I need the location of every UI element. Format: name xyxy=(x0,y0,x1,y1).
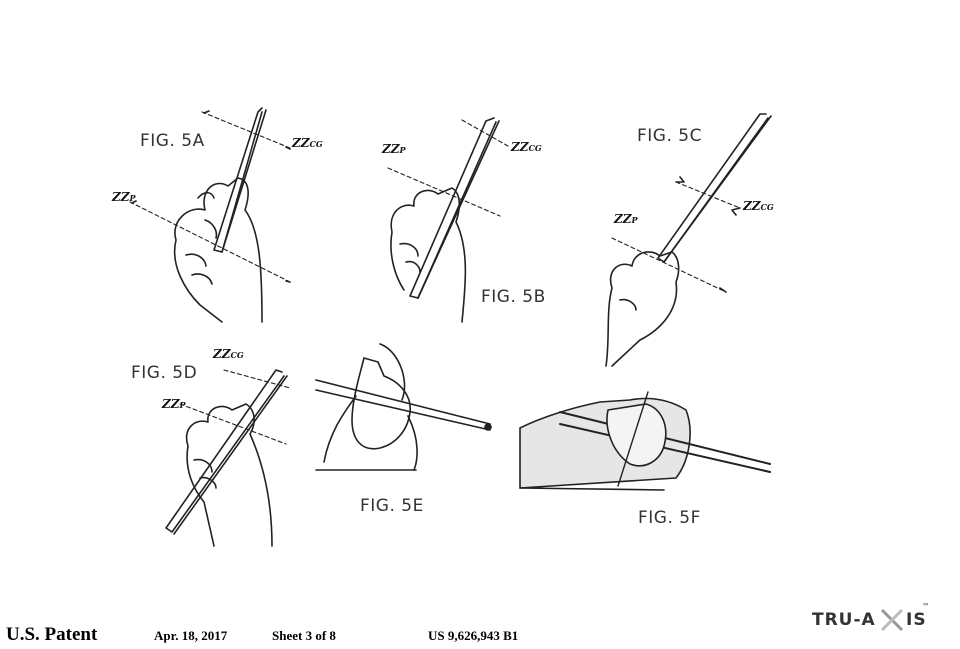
fig-5b-axis-p: ZZP xyxy=(382,142,406,156)
fig-5a-label: FIG. 5A xyxy=(140,131,205,151)
patent-number: US 9,626,943 B1 xyxy=(428,628,519,643)
logo-x-mark xyxy=(880,608,904,632)
fig-5c-axis-cg: ZZCG xyxy=(743,199,774,213)
fig-5b-drawing xyxy=(387,117,509,323)
logo-text-left: TRU-A xyxy=(812,610,876,630)
fig-5e-drawing xyxy=(315,343,492,471)
fig-5b-label: FIG. 5B xyxy=(481,287,546,307)
fig-5c-drawing xyxy=(605,113,772,367)
tru-axis-logo: TRU-A IS ™ xyxy=(812,602,938,634)
patent-footer: U.S. Patent Apr. 18, 2017 Sheet 3 of 8 U… xyxy=(6,624,518,646)
patent-title: U.S. Patent xyxy=(6,624,98,645)
trademark-symbol: ™ xyxy=(922,602,930,611)
fig-5d-drawing xyxy=(165,369,291,547)
fig-5c-axis-p: ZZP xyxy=(614,212,638,226)
fig-5a-axis-p: ZZP xyxy=(112,190,136,204)
patent-sheet: Sheet 3 of 8 xyxy=(272,628,336,643)
patent-date: Apr. 18, 2017 xyxy=(154,628,228,643)
fig-5f-drawing xyxy=(519,391,771,491)
fig-5a-drawing xyxy=(129,107,291,323)
fig-5f-label: FIG. 5F xyxy=(638,508,701,528)
fig-5a-axis-cg: ZZCG xyxy=(292,136,323,150)
logo-text-right: IS xyxy=(906,610,927,630)
fig-5d-label: FIG. 5D xyxy=(131,363,198,383)
fig-5b-axis-cg: ZZCG xyxy=(511,140,542,154)
fig-5d-axis-cg: ZZCG xyxy=(213,347,244,361)
fig-5e-label: FIG. 5E xyxy=(360,496,424,516)
fig-5c-label: FIG. 5C xyxy=(637,126,702,146)
fig-5d-axis-p: ZZP xyxy=(162,397,186,411)
